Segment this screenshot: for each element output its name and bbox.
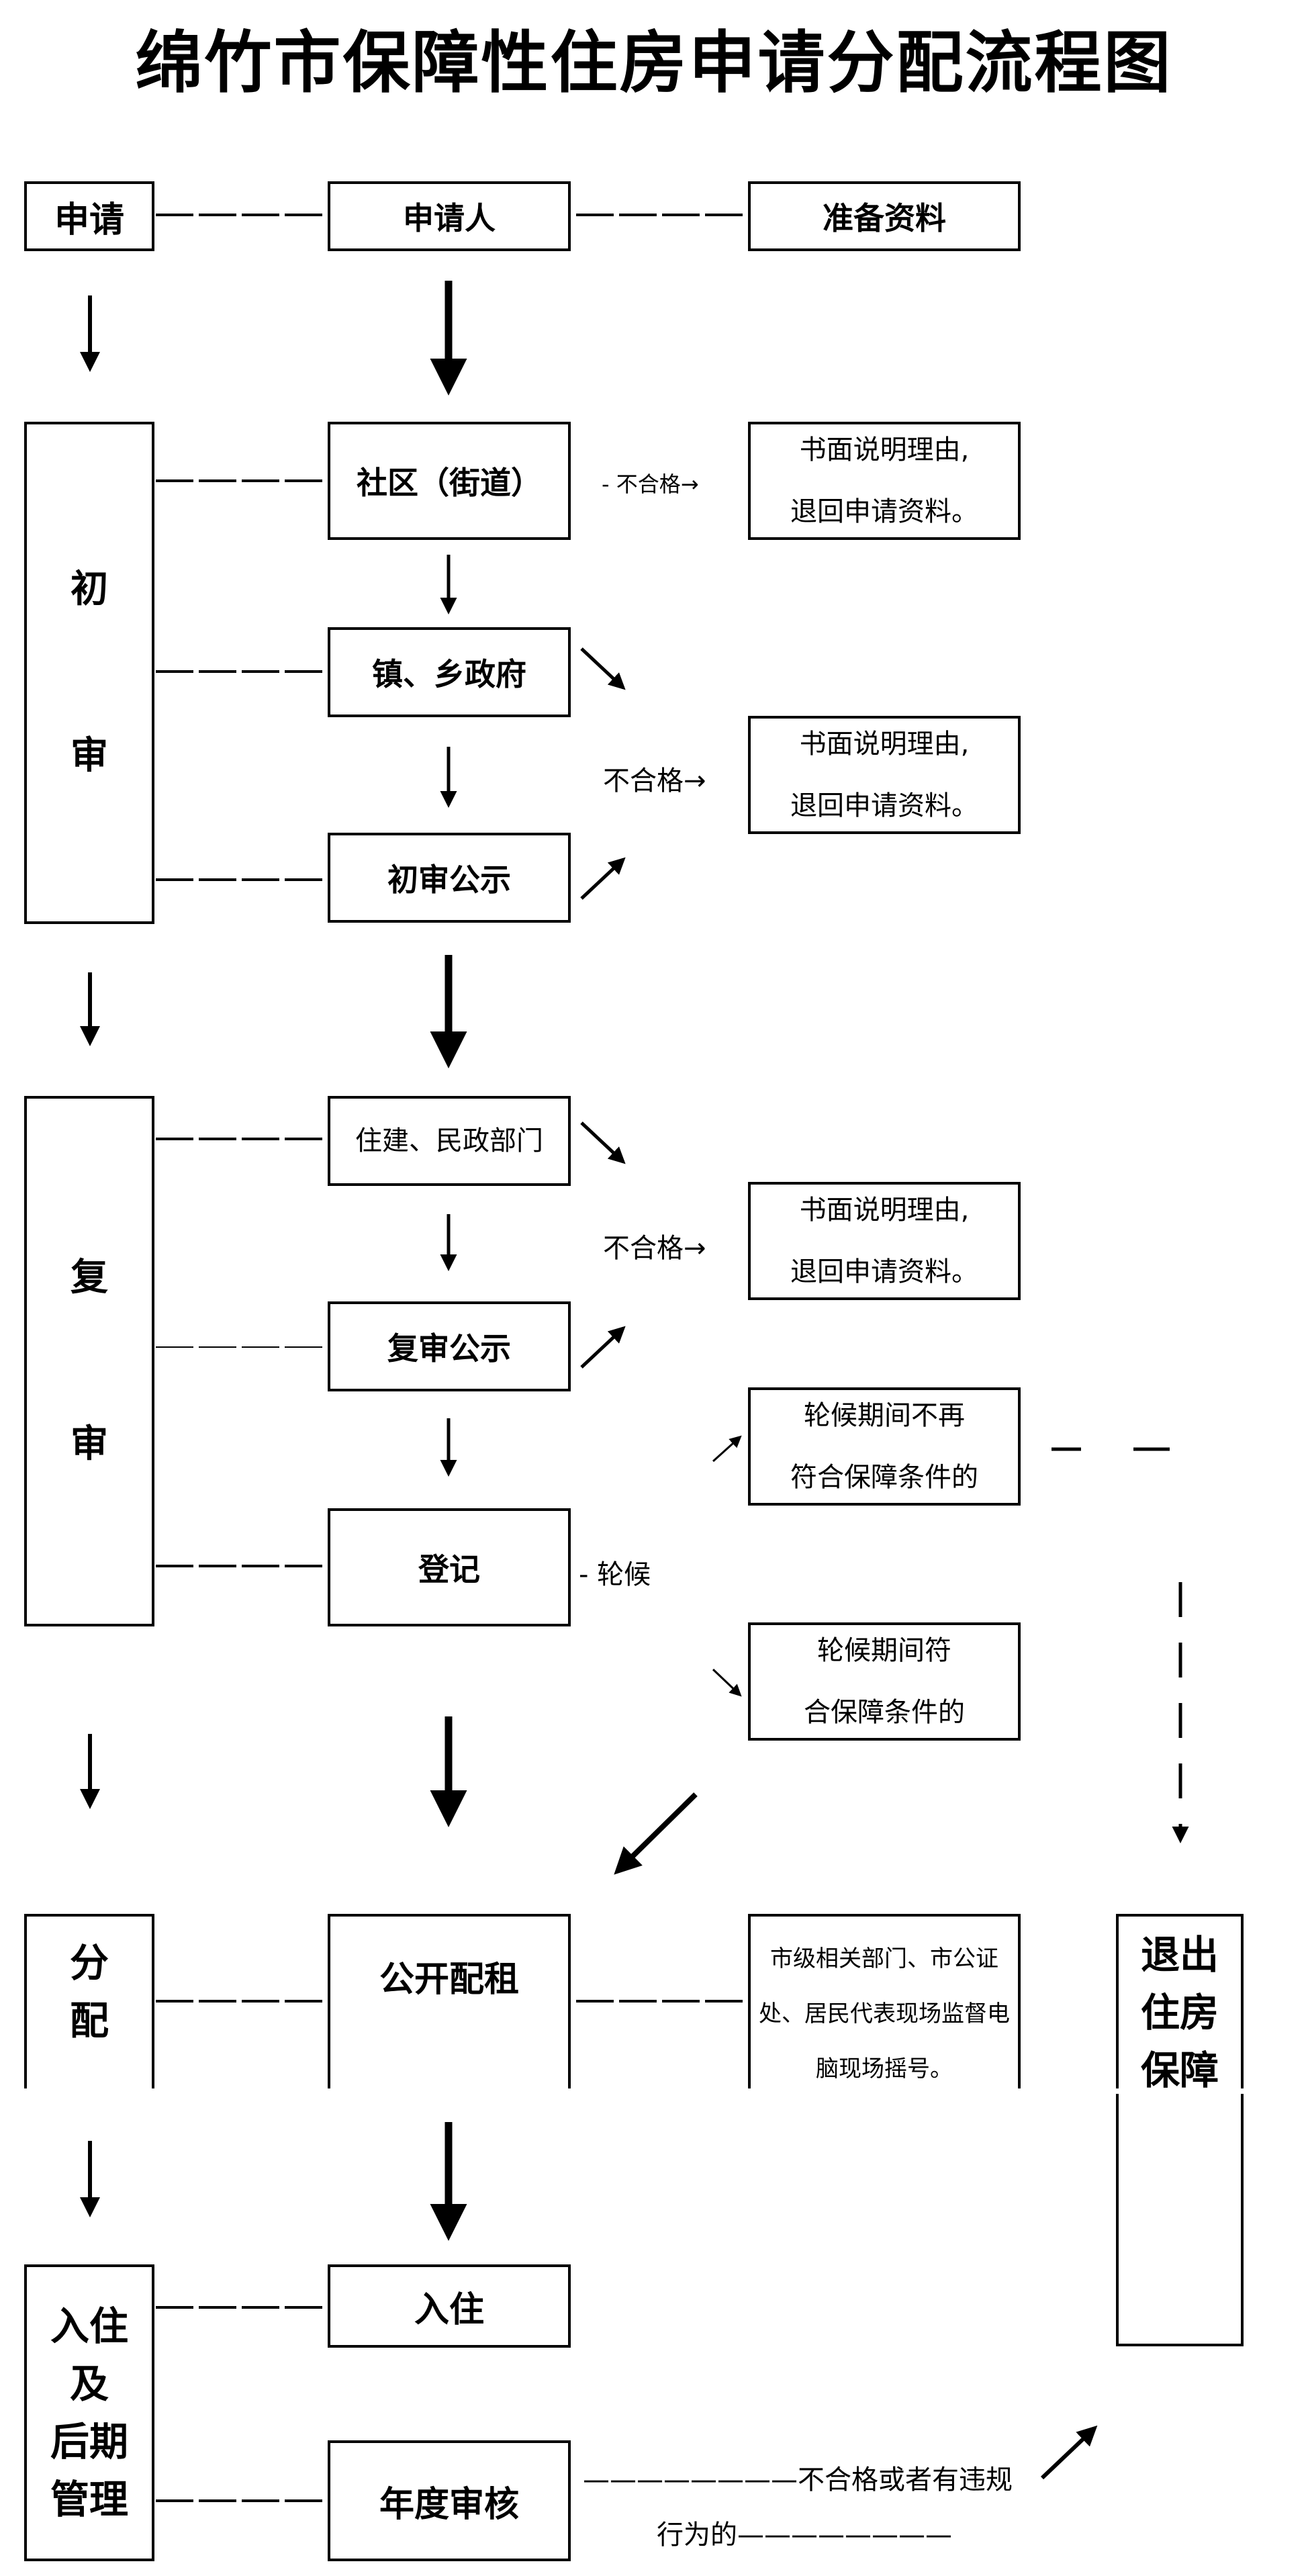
stage-initial-review-char: 审	[71, 734, 108, 778]
note-line: 书面说明理由,	[799, 434, 970, 465]
node-re-review-publicity: 复审公示	[328, 1301, 571, 1391]
node-register: 登记	[328, 1508, 571, 1626]
stage-moving-in-line: 及	[69, 2361, 109, 2407]
node-annual-review: 年度审核	[328, 2440, 571, 2561]
note-line: 轮候期间不再	[804, 1400, 965, 1431]
section-gap	[0, 2088, 1308, 2094]
node-applicant-label: 申请人	[403, 200, 496, 236]
edge-label-unqualified: 不合格→	[603, 1233, 706, 1264]
edge-label-unqualified: - 不合格→	[602, 471, 699, 497]
note-line: 处、居民代表现场监督电	[759, 2000, 1010, 2027]
stage-moving-in-line: 入住	[50, 2303, 128, 2349]
node-prepare-docs: 准备资料	[748, 181, 1021, 251]
node-initial-publicity-label: 初审公示	[387, 862, 511, 898]
stage-allocate: 分 配	[24, 1914, 154, 2088]
node-town-government: 镇、乡政府	[328, 627, 571, 717]
stage-initial-review: 初 审	[24, 422, 154, 924]
node-town-government-label: 镇、乡政府	[372, 656, 526, 692]
node-re-review-publicity-label: 复审公示	[387, 1330, 511, 1367]
edge-label-annual-fail: 行为的————————	[657, 2520, 952, 2550]
node-housing-civil-affairs-label: 住建、民政部门	[355, 1125, 543, 1156]
stage-apply-label: 申请	[54, 199, 124, 240]
node-housing-civil-affairs: 住建、民政部门	[328, 1096, 571, 1186]
note-lottery-supervision: 市级相关部门、市公证 处、居民代表现场监督电 脑现场摇号。	[748, 1914, 1021, 2088]
note-line: 退回申请资料。	[790, 496, 978, 527]
stage-re-review-char: 复	[71, 1256, 108, 1299]
note-line: 脑现场摇号。	[816, 2056, 953, 2082]
note-line: 退回申请资料。	[790, 790, 978, 821]
edge-label-waiting: - 轮候	[579, 1559, 651, 1590]
node-move-in: 入住	[328, 2264, 571, 2348]
note-waiting-qualified: 轮候期间符 合保障条件的	[748, 1622, 1021, 1741]
node-exit-housing-line: 保障	[1140, 2048, 1219, 2093]
node-move-in-label: 入住	[414, 2289, 484, 2330]
edge-label-unqualified: 不合格→	[603, 766, 706, 796]
note-line: 合保障条件的	[804, 1697, 965, 1728]
page-title: 绵竹市保障性住房申请分配流程图	[135, 24, 1173, 102]
note-reject-2: 书面说明理由, 退回申请资料。	[748, 716, 1021, 834]
node-exit-housing-line: 退出	[1140, 1932, 1219, 1978]
node-register-label: 登记	[418, 1551, 480, 1588]
stage-re-review: 复 审	[24, 1096, 154, 1626]
node-prepare-docs-label: 准备资料	[823, 200, 946, 236]
edge-label-annual-fail: ————————不合格或者有违规	[583, 2465, 1013, 2495]
note-line: 退回申请资料。	[790, 1256, 978, 1287]
node-community: 社区（街道）	[328, 422, 571, 540]
stage-allocate-char: 配	[69, 1998, 109, 2043]
stage-moving-in: 入住 及 后期 管理	[24, 2264, 154, 2561]
node-annual-review-label: 年度审核	[379, 2484, 519, 2525]
stage-re-review-char: 审	[71, 1422, 108, 1466]
stage-allocate-char: 分	[69, 1940, 109, 1986]
stage-moving-in-line: 后期	[50, 2419, 128, 2465]
node-exit-housing: 退出 住房 保障	[1116, 1914, 1244, 2346]
node-public-rental-allocation: 公开配租	[328, 1914, 571, 2088]
note-reject-3: 书面说明理由, 退回申请资料。	[748, 1182, 1021, 1300]
stage-moving-in-line: 管理	[50, 2477, 128, 2522]
node-applicant: 申请人	[328, 181, 571, 251]
stage-initial-review-char: 初	[71, 567, 108, 611]
note-line: 轮候期间符	[817, 1635, 951, 1666]
stage-apply: 申请	[24, 181, 154, 251]
node-exit-housing-line: 住房	[1140, 1990, 1219, 2035]
node-public-rental-allocation-label: 公开配租	[379, 1959, 519, 2000]
note-line: 符合保障条件的	[790, 1462, 978, 1493]
node-community-label: 社区（街道）	[357, 465, 542, 501]
note-reject-1: 书面说明理由, 退回申请资料。	[748, 422, 1021, 540]
note-waiting-unqualified: 轮候期间不再 符合保障条件的	[748, 1387, 1021, 1506]
note-line: 市级相关部门、市公证	[770, 1945, 998, 1972]
note-line: 书面说明理由,	[799, 729, 970, 760]
node-initial-publicity: 初审公示	[328, 833, 571, 923]
note-line: 书面说明理由,	[799, 1195, 970, 1226]
